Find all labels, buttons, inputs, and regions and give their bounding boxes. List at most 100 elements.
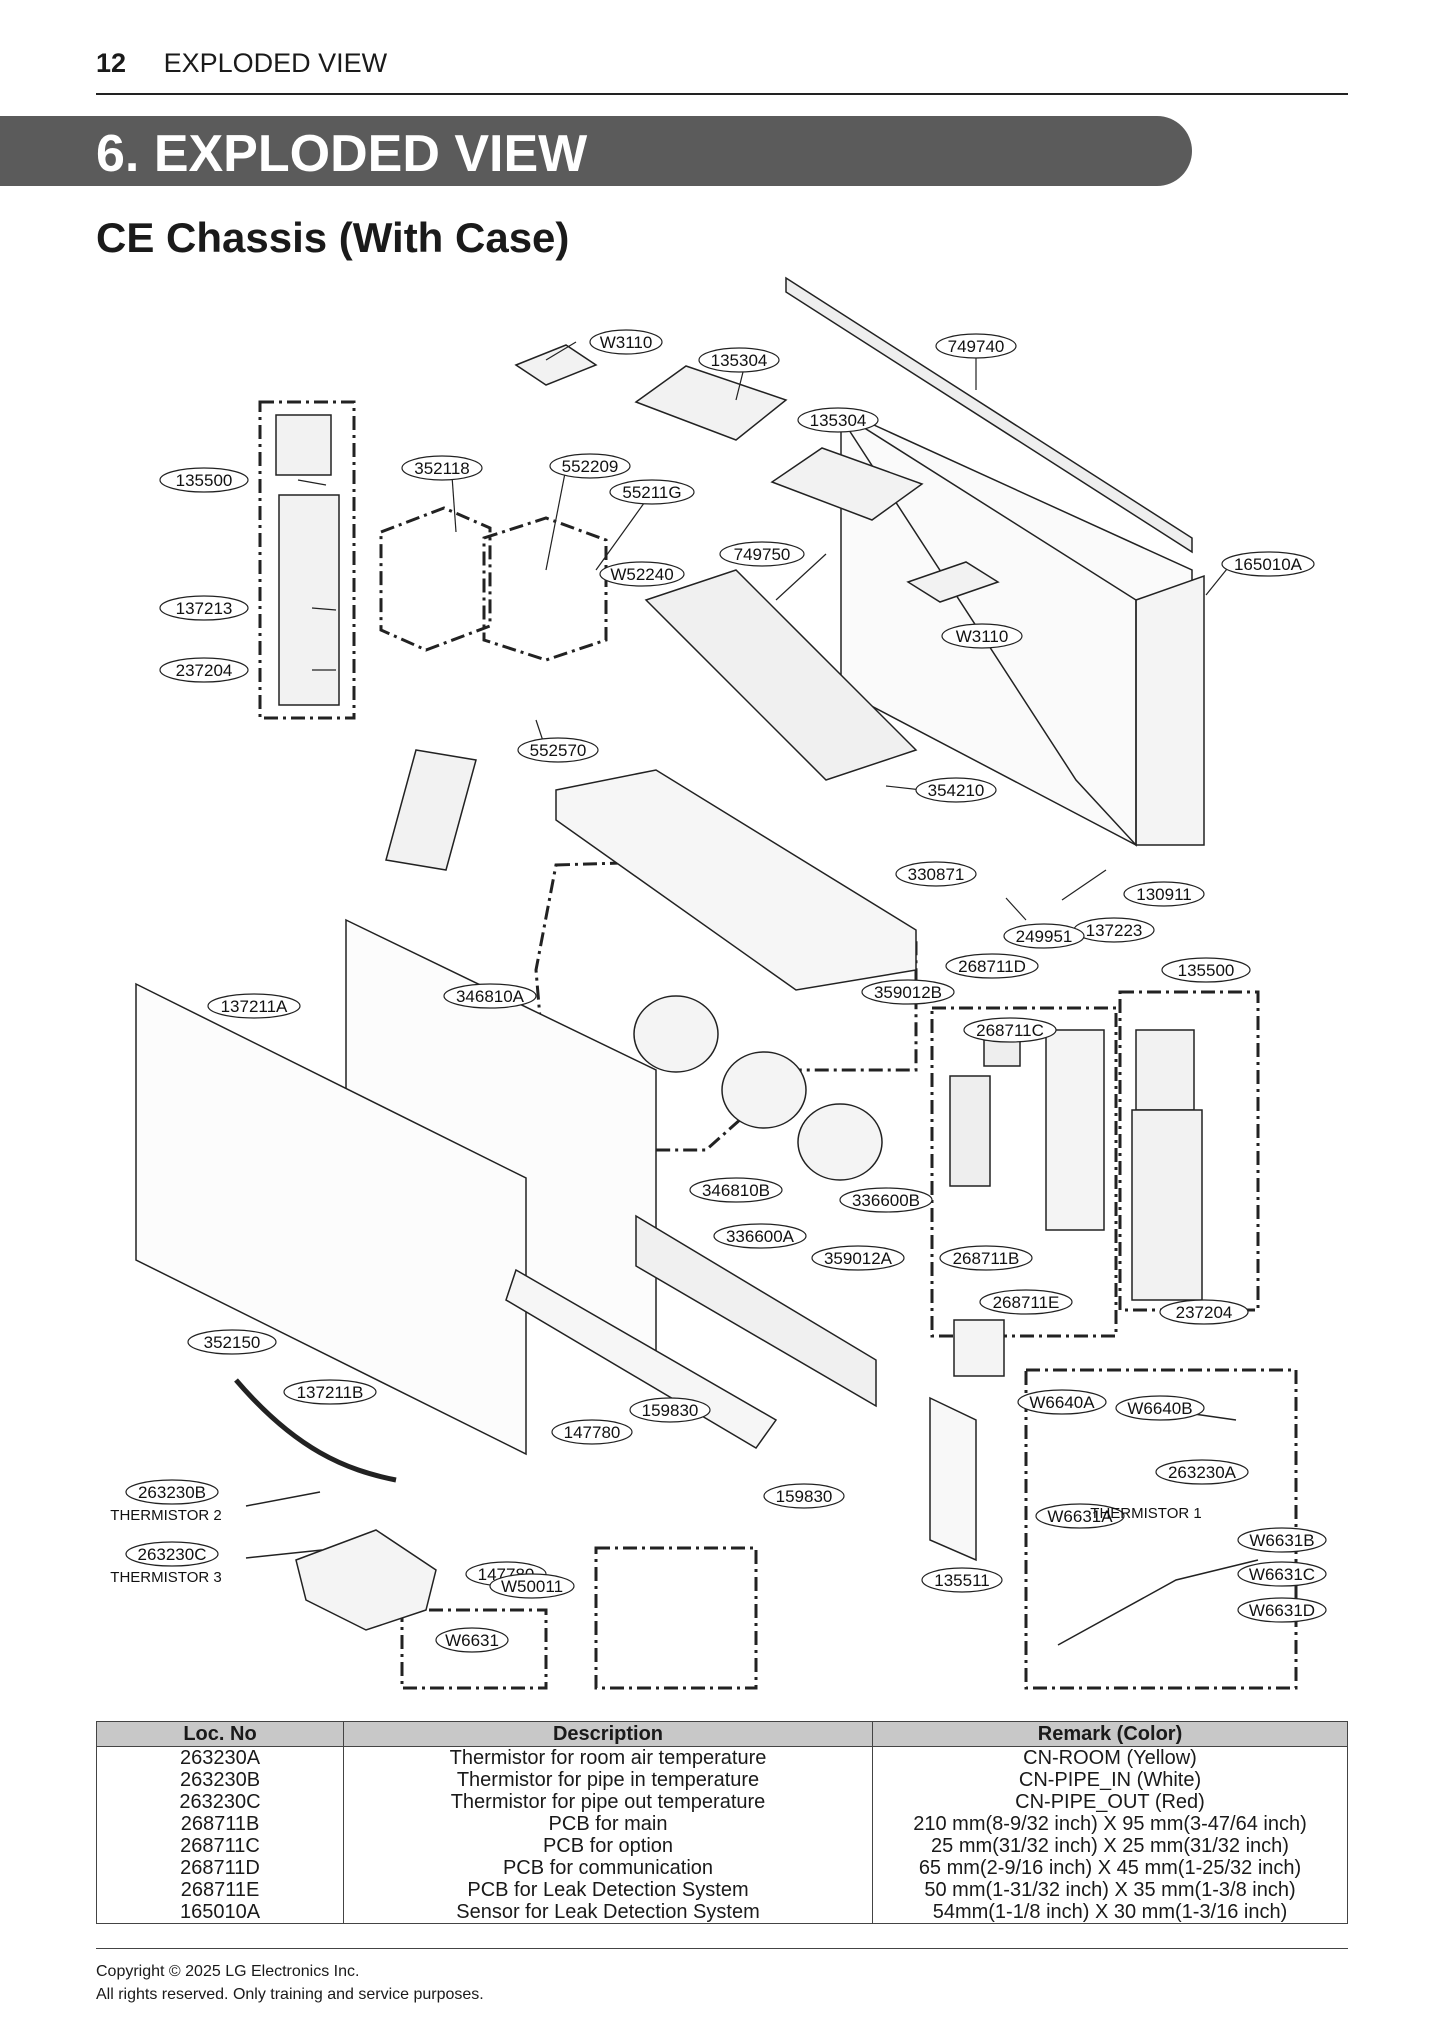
svg-text:137211A: 137211A [221, 997, 288, 1016]
label-346810A: 346810A [443, 983, 537, 1009]
label-352118: 352118 [401, 455, 483, 481]
label-354210: 354210 [915, 777, 997, 803]
label-268711E: 268711E [979, 1289, 1073, 1315]
group-right-grille [1118, 990, 1260, 1312]
label-135500-b: 135500 [1161, 957, 1251, 983]
table-header-row: Loc. No Description Remark (Color) [96, 1721, 1348, 1747]
group-valve-a [379, 506, 492, 652]
svg-text:159830: 159830 [642, 1401, 699, 1420]
label-W6631B: W6631B [1237, 1527, 1327, 1553]
svg-text:W3110: W3110 [956, 627, 1009, 646]
svg-text:268711B: 268711B [953, 1249, 1020, 1268]
exploded-view-diagram: W3110 135304 749740 135304 135500 352118… [110, 276, 1327, 1690]
copyright-line: Copyright © 2025 LG Electronics Inc. [96, 1963, 360, 1980]
svg-text:263230C: 263230C [137, 1545, 206, 1564]
col-description: Description [343, 1721, 873, 1747]
label-749750: 749750 [719, 541, 805, 567]
svg-text:W52240: W52240 [610, 565, 673, 584]
footer-rule [96, 1948, 1348, 1949]
header-section: EXPLODED VIEW [163, 48, 388, 78]
label-W6631D: W6631D [1237, 1597, 1327, 1623]
header-rule [96, 93, 1348, 95]
label-268711C: 268711C [963, 1017, 1057, 1043]
svg-text:159830: 159830 [776, 1487, 833, 1506]
label-thermistor2: THERMISTOR 2 [110, 1507, 221, 1524]
svg-text:135304: 135304 [810, 411, 867, 430]
label-thermistor1: THERMISTOR 1 [1090, 1505, 1201, 1522]
chassis-subtitle: CE Chassis (With Case) [96, 214, 570, 261]
svg-text:137213: 137213 [176, 599, 233, 618]
label-W6640B: W6640B [1115, 1395, 1205, 1421]
svg-text:130911: 130911 [1136, 885, 1191, 904]
label-249951: 249951 [1003, 923, 1085, 949]
svg-text:55211G: 55211G [622, 483, 681, 502]
parts-table: Loc. No Description Remark (Color) 26323… [96, 1721, 1348, 1924]
svg-text:352150: 352150 [204, 1333, 261, 1352]
label-W6631C: W6631C [1237, 1561, 1327, 1587]
svg-text:W6631A: W6631A [1047, 1507, 1113, 1526]
rights-line: All rights reserved. Only training and s… [96, 1986, 484, 2003]
label-W6631: W6631 [435, 1627, 509, 1653]
label-W3110-a: W3110 [589, 329, 663, 355]
svg-text:137211B: 137211B [297, 1383, 364, 1402]
svg-text:237204: 237204 [176, 661, 233, 680]
svg-text:W6631C: W6631C [1249, 1565, 1315, 1584]
label-147780-a: 147780 [551, 1419, 633, 1445]
svg-text:336600A: 336600A [726, 1227, 795, 1246]
svg-text:W50011: W50011 [501, 1577, 563, 1596]
svg-text:135500: 135500 [176, 471, 233, 490]
label-W6640A: W6640A [1017, 1389, 1107, 1415]
svg-text:W6640B: W6640B [1127, 1399, 1192, 1418]
svg-text:147780: 147780 [564, 1423, 621, 1442]
label-159830-a: 159830 [629, 1397, 711, 1423]
label-359012B: 359012B [861, 979, 955, 1005]
label-137211A: 137211A [207, 993, 301, 1019]
svg-text:359012A: 359012A [824, 1249, 893, 1268]
label-268711D: 268711D [945, 953, 1039, 979]
svg-text:749750: 749750 [734, 545, 791, 564]
label-W3110-b: W3110 [941, 623, 1023, 649]
label-159830-b: 159830 [763, 1483, 845, 1509]
label-552570: 552570 [517, 737, 599, 763]
group-left-grille [258, 400, 356, 720]
label-165010A: 165010A [1221, 551, 1315, 577]
svg-text:346810A: 346810A [456, 987, 525, 1006]
banner-title: 6. EXPLODED VIEW [96, 125, 588, 183]
svg-text:359012B: 359012B [874, 983, 942, 1002]
label-137211B: 137211B [283, 1379, 377, 1405]
group-screws [594, 1546, 758, 1690]
label-55211G: 55211G [609, 479, 695, 505]
label-135500-a: 135500 [159, 467, 249, 493]
label-263230A: 263230A [1155, 1459, 1249, 1485]
svg-text:346810B: 346810B [702, 1181, 770, 1200]
svg-text:135304: 135304 [711, 351, 768, 370]
label-330871: 330871 [895, 861, 977, 887]
label-237204-b: 237204 [1159, 1299, 1249, 1325]
label-749740: 749740 [935, 333, 1017, 359]
svg-text:W6631B: W6631B [1249, 1531, 1314, 1550]
svg-text:W6640A: W6640A [1029, 1393, 1095, 1412]
svg-text:336600B: 336600B [852, 1191, 920, 1210]
svg-text:552209: 552209 [562, 457, 619, 476]
svg-text:237204: 237204 [1176, 1303, 1233, 1322]
svg-text:749740: 749740 [948, 337, 1005, 356]
label-W52240: W52240 [599, 561, 685, 587]
label-135511: 135511 [921, 1567, 1003, 1593]
svg-text:249951: 249951 [1016, 927, 1073, 946]
svg-text:268711C: 268711C [976, 1021, 1044, 1040]
svg-text:W6631D: W6631D [1249, 1601, 1315, 1620]
label-336600A: 336600A [713, 1223, 807, 1249]
label-W6631A: W6631A [1035, 1503, 1125, 1529]
label-263230B: 263230B [125, 1479, 219, 1505]
svg-text:263230A: 263230A [1168, 1463, 1237, 1482]
group-thermistor [1024, 1368, 1298, 1690]
label-352150: 352150 [187, 1329, 277, 1355]
label-263230C: 263230C [125, 1541, 219, 1567]
page-header: 12 EXPLODED VIEW [96, 48, 387, 79]
